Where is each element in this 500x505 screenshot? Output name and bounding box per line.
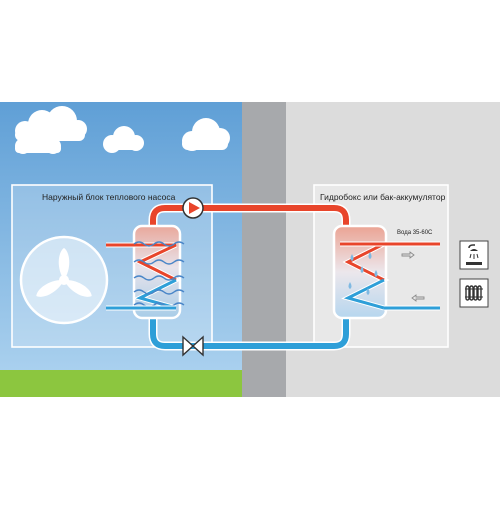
water-temperature-label: Вода 35-60С xyxy=(397,230,433,236)
cloud xyxy=(182,118,230,151)
flow-arrow-in xyxy=(411,294,425,302)
water-lines xyxy=(340,241,440,311)
clouds xyxy=(15,106,230,154)
indoor-unit-label: Гидробокс или бак-аккумулятор xyxy=(320,192,446,202)
grass xyxy=(0,370,242,397)
cloud xyxy=(15,131,61,154)
cloud xyxy=(103,126,144,153)
wall xyxy=(242,102,286,397)
fan-icon xyxy=(19,235,109,325)
outdoor-unit-label: Наружный блок теплового насоса xyxy=(42,192,176,202)
flow-arrow-out xyxy=(401,251,415,259)
radiator-icon xyxy=(459,278,489,308)
evaporator xyxy=(106,224,185,320)
cloud xyxy=(15,106,87,141)
expansion-valve-icon xyxy=(182,335,204,357)
circulation-pump-icon xyxy=(182,197,204,219)
shower-icon xyxy=(459,240,489,270)
refrigerant-circuit xyxy=(148,203,351,351)
condenser xyxy=(332,224,390,320)
